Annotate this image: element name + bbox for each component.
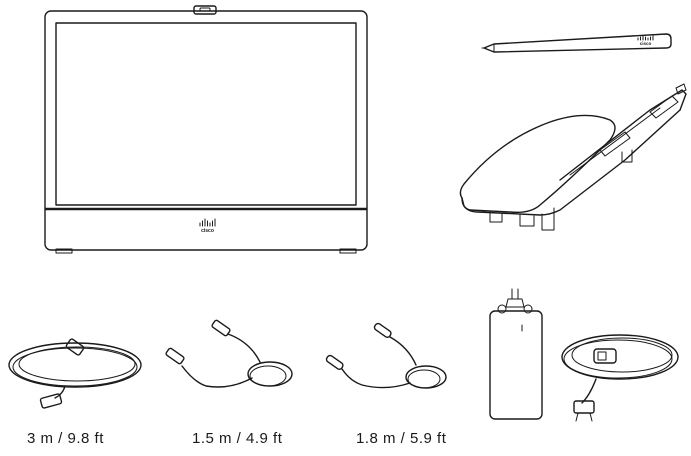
usb-cable-icon: [160, 322, 300, 402]
network-cable: [5, 320, 155, 420]
monitor-device-icon: cisco: [44, 5, 369, 255]
device-unit: cisco: [44, 5, 369, 255]
usb-c-cable: [320, 325, 460, 400]
power-adapter-icon: [478, 285, 683, 430]
device-logo: cisco: [200, 219, 215, 234]
device-stand: [450, 80, 690, 240]
usb-c-cable-icon: [320, 325, 460, 400]
logo-text: cisco: [201, 228, 214, 234]
power-adapter: [478, 285, 683, 430]
pen-logo-text: cisco: [640, 41, 652, 46]
stand-bracket-icon: [450, 80, 690, 240]
usb-cable-caption: 1.5 m / 4.9 ft: [192, 430, 282, 447]
camera-lens: [200, 8, 210, 11]
network-cable-icon: [5, 320, 155, 420]
device-screen: [56, 23, 356, 205]
usb-c-cable-caption: 1.8 m / 5.9 ft: [356, 430, 446, 447]
stylus-pen: cisco: [480, 26, 675, 66]
usb-cable: [160, 322, 300, 402]
device-bezel: [45, 11, 367, 250]
network-cable-caption: 3 m / 9.8 ft: [27, 430, 104, 447]
stylus-pen-icon: cisco: [480, 26, 675, 66]
camera-housing: [194, 6, 216, 14]
